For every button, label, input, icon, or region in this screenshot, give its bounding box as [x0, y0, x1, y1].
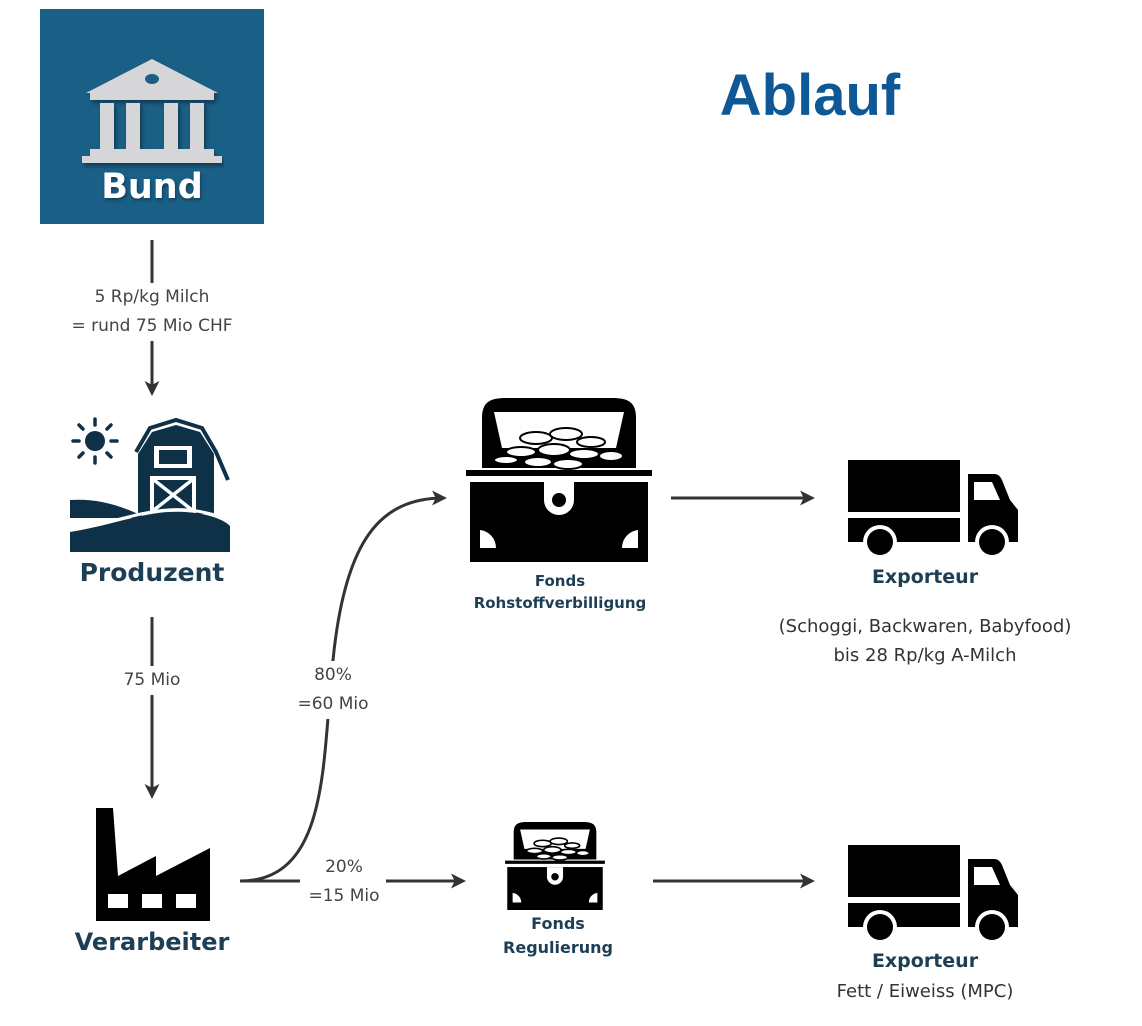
factory-icon: [96, 808, 210, 921]
exporteur-2-note-line1: Fett / Eiweiss (MPC): [836, 981, 1014, 1002]
fonds-rohstoff-label: Fonds Rohstoffverbilligung: [440, 570, 680, 614]
flow-label-produzent-to-verarbeiter: 75 Mio: [102, 666, 202, 695]
exporteur-2-note: Fett / Eiweiss (MPC): [780, 977, 1070, 1006]
flow-label-line1: 20%: [325, 857, 363, 877]
arrow-verarbeiter-to-rohstoff: [239, 490, 447, 883]
page-title: Ablauf: [719, 63, 901, 128]
exporteur-1-label: Exporteur: [871, 566, 979, 588]
flow-label-verarbeiter-to-rohstoff: 80% =60 Mio: [283, 661, 383, 719]
flow-label-line1: 80%: [314, 665, 352, 685]
exporteur-2-label: Exporteur: [871, 950, 979, 972]
truck-icon: [848, 460, 1018, 556]
flow-label-line2: =60 Mio: [297, 694, 369, 714]
label-gap: [300, 876, 386, 886]
flow-label-line1: 75 Mio: [123, 670, 181, 690]
fonds-regulierung-label-line1: Fonds: [531, 914, 585, 933]
flow-label-line2: =15 Mio: [308, 886, 380, 906]
government-building-icon: [82, 59, 222, 163]
produzent-label: Produzent: [79, 558, 225, 587]
bund-label: Bund: [101, 167, 203, 207]
exporteur-1-note-line1: (Schoggi, Backwaren, Babyfood): [778, 616, 1072, 637]
fonds-regulierung-label-line2: Regulierung: [503, 938, 613, 957]
fonds-regulierung-label: Fonds Regulierung: [470, 912, 646, 960]
treasure-chest-icon: [505, 822, 605, 910]
farm-barn-icon: [69, 417, 233, 552]
verarbeiter-label: Verarbeiter: [74, 928, 230, 956]
flow-label-line2: = rund 75 Mio CHF: [71, 316, 233, 336]
flow-label-line1: 5 Rp/kg Milch: [94, 287, 210, 307]
flow-label-bund-to-produzent: 5 Rp/kg Milch = rund 75 Mio CHF: [52, 283, 252, 341]
treasure-chest-icon: [466, 398, 652, 562]
truck-icon: [848, 845, 1018, 941]
exporteur-1-note: (Schoggi, Backwaren, Babyfood) bis 28 Rp…: [740, 612, 1110, 670]
fonds-rohstoff-label-line1: Fonds: [534, 572, 586, 590]
flow-label-verarbeiter-to-regulierung: 20% =15 Mio: [292, 853, 396, 911]
bund-node: Bund: [40, 9, 264, 224]
fonds-rohstoff-label-line2: Rohstoffverbilligung: [473, 594, 647, 612]
exporteur-1-note-line2: bis 28 Rp/kg A-Milch: [833, 645, 1017, 666]
